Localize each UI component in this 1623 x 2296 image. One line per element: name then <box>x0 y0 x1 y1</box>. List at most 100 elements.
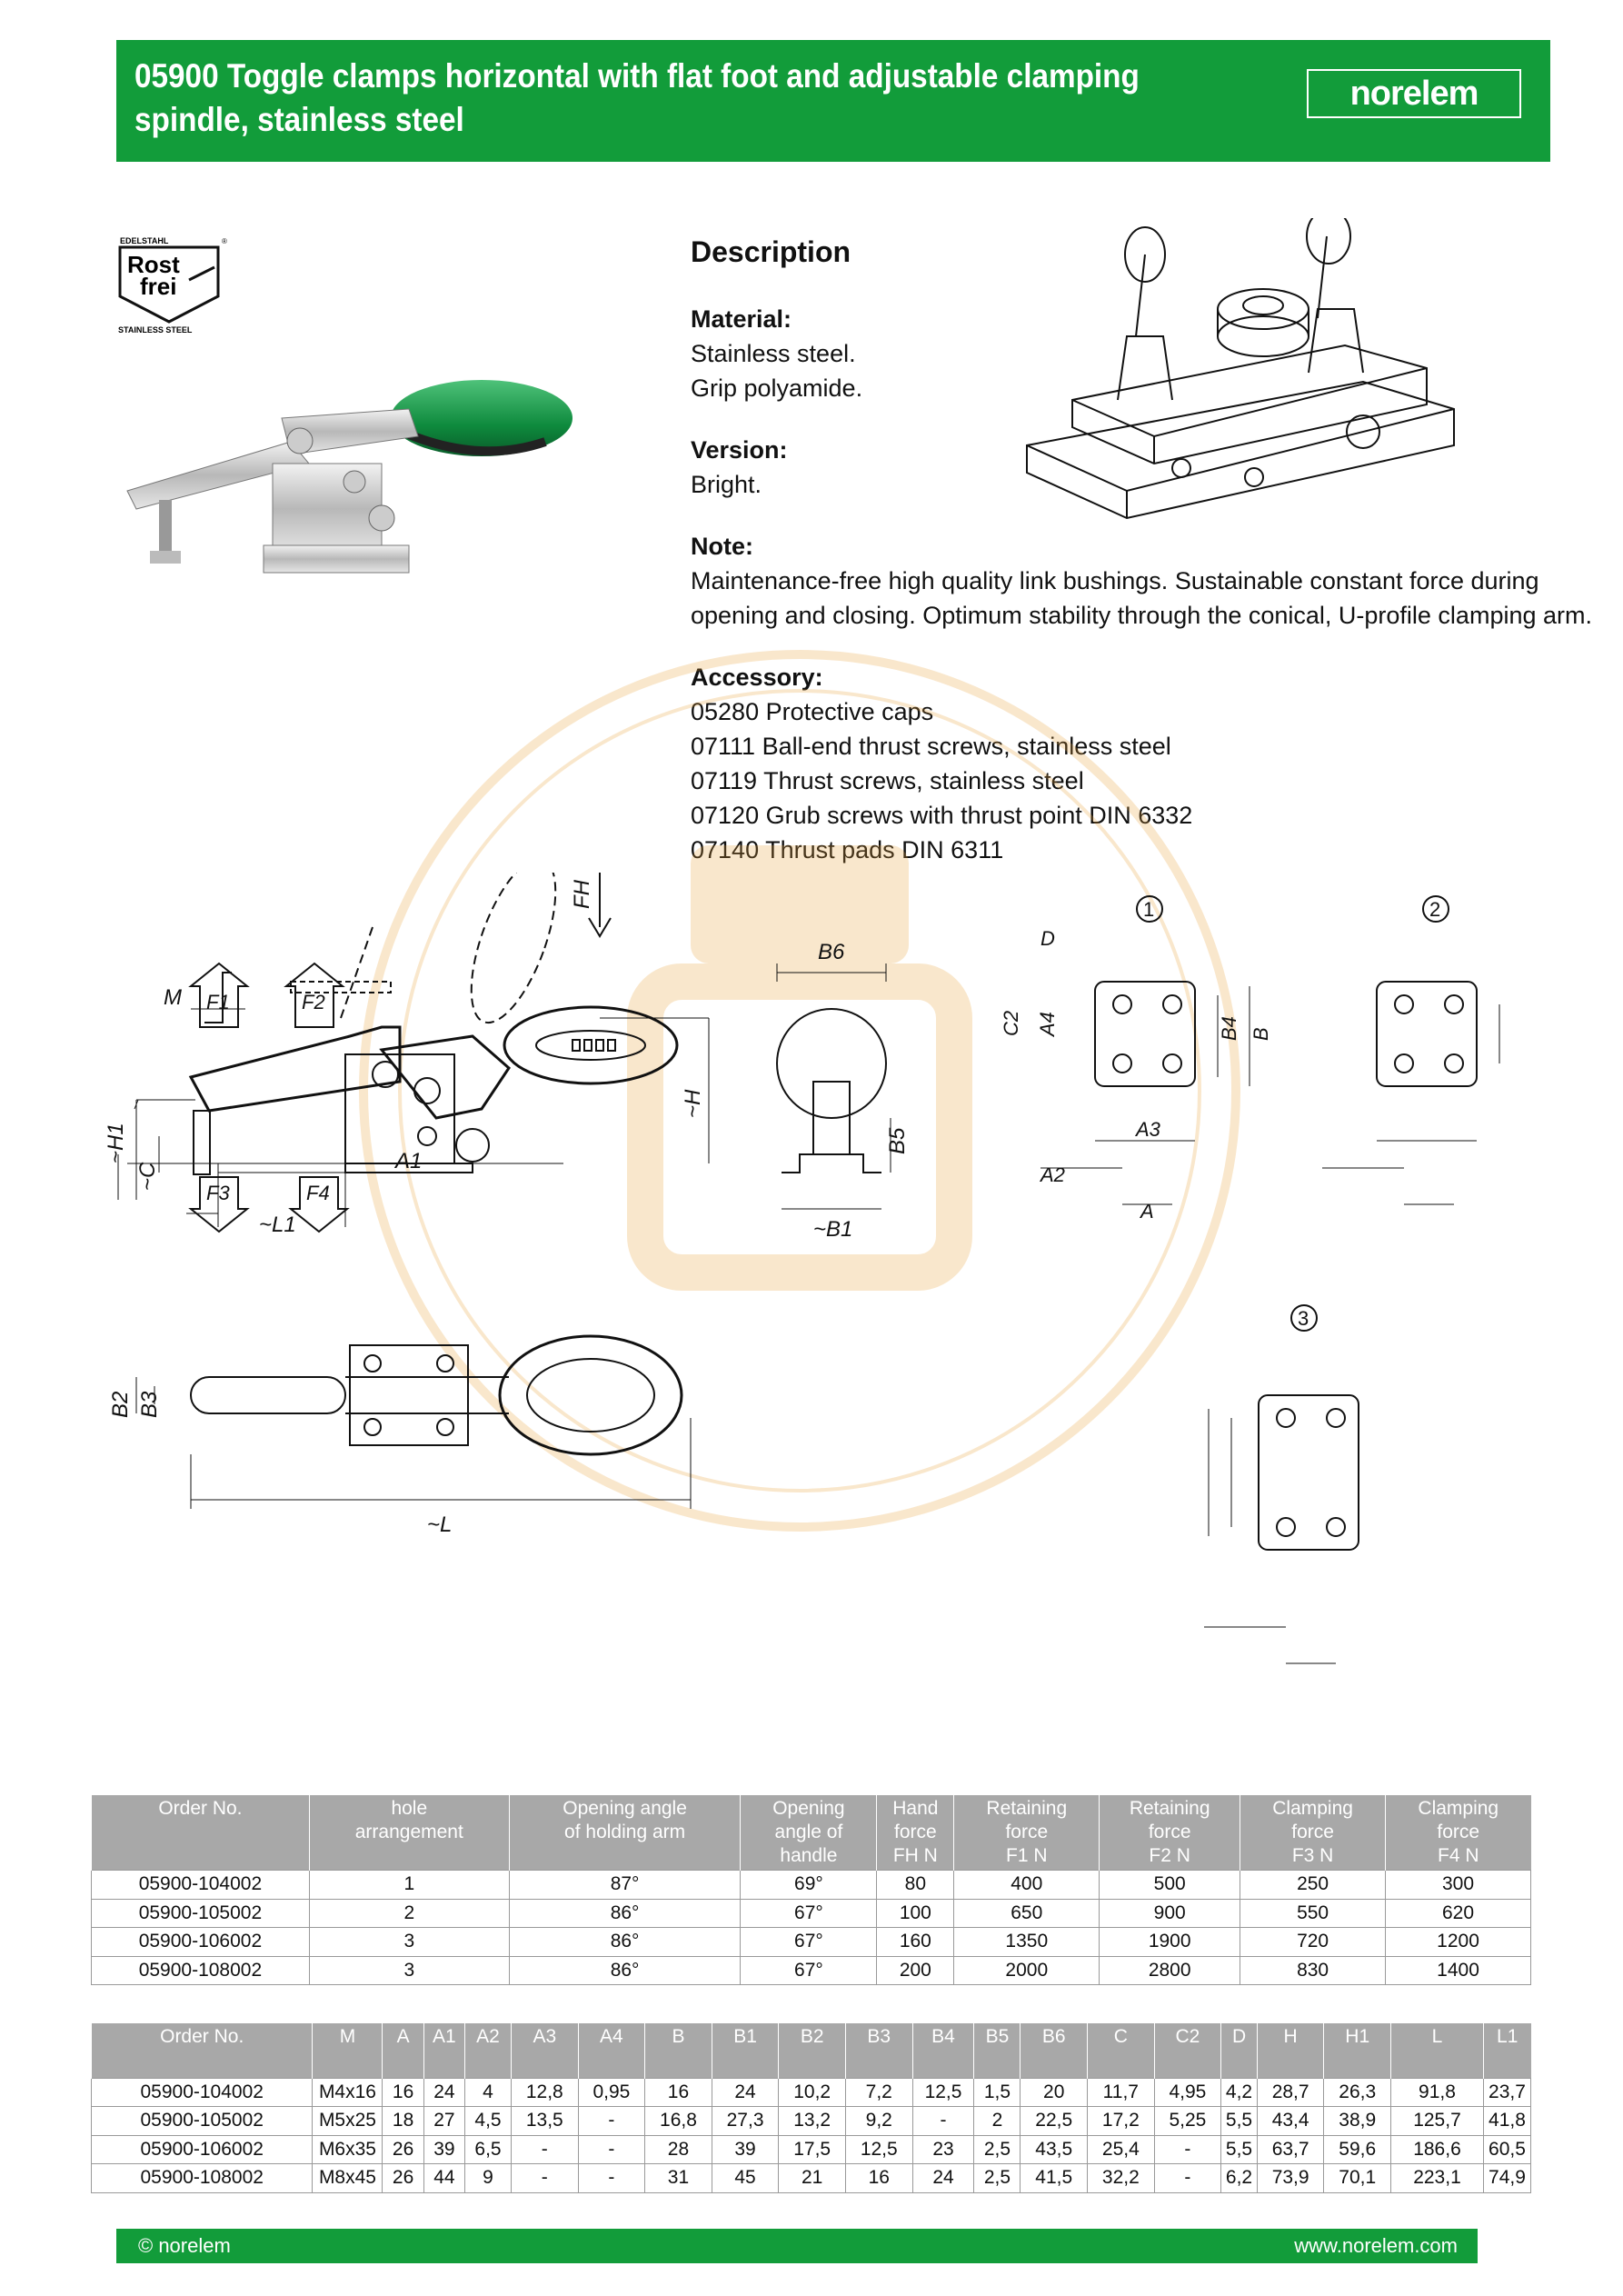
table-header-cell: H <box>1256 2023 1324 2078</box>
pattern-number-1: 1 <box>1143 898 1154 921</box>
accessory-label: Accessory: <box>691 664 823 691</box>
table-cell: 41,8 <box>1482 2106 1532 2136</box>
table-cell: 87° <box>508 1870 742 1900</box>
table-cell: 05900-105002 <box>90 2106 314 2136</box>
table-header-cell: D <box>1220 2023 1258 2078</box>
table-cell: 24 <box>711 2077 780 2107</box>
table-cell: 2800 <box>1099 1955 1241 1985</box>
table-cell: 1200 <box>1385 1927 1531 1957</box>
material-block: Material: Stainless steel. Grip polyamid… <box>691 302 1563 405</box>
table-cell: 16,8 <box>644 2106 712 2136</box>
table-cell: 43,4 <box>1256 2106 1325 2136</box>
dim-label-b6: B6 <box>818 940 845 964</box>
technical-drawing: M ~H1 ~C ~H A1 ~L1 FH F1 F2 F3 F4 B6 B5 … <box>104 873 1500 1664</box>
table-header-cell: A1 <box>423 2023 465 2078</box>
hole-pattern-3: 3 <box>1204 1304 1359 1664</box>
table-cell: 1350 <box>953 1927 1100 1957</box>
accessory-item[interactable]: 07111 Ball-end thrust screws, stainless … <box>691 733 1171 760</box>
dim-label-b5: B5 <box>885 1127 910 1154</box>
top-view: B2 B3 ~L <box>108 1334 692 1537</box>
dim-label-b2: B2 <box>108 1392 133 1418</box>
table-header-cell: B4 <box>911 2023 974 2078</box>
table-cell: 1,5 <box>973 2077 1021 2107</box>
table-cell: 4 <box>464 2077 512 2107</box>
table-cell: 6,5 <box>464 2134 512 2164</box>
dim-label-c: ~C <box>135 1162 160 1191</box>
table-cell: 12,5 <box>911 2077 975 2107</box>
table-cell: 86° <box>508 1927 742 1957</box>
table-cell: 05900-106002 <box>91 1927 310 1957</box>
table-cell: - <box>510 2163 579 2193</box>
accessory-item[interactable]: 07119 Thrust screws, stainless steel <box>691 767 1084 794</box>
table-cell: 73,9 <box>1256 2163 1325 2193</box>
dim-label-a3: A3 <box>1134 1118 1161 1141</box>
dim-label-a2: A2 <box>1039 1163 1065 1186</box>
table-cell: 16 <box>644 2077 712 2107</box>
table-cell: 28 <box>644 2134 712 2164</box>
note-label: Note: <box>691 533 753 560</box>
table-cell: 05900-108002 <box>91 1955 310 1985</box>
dim-label-l1: ~L1 <box>259 1213 296 1237</box>
accessory-item[interactable]: 07120 Grub screws with thrust point DIN … <box>691 802 1193 829</box>
dim-label-a: A <box>1139 1200 1154 1223</box>
table-cell: M8x45 <box>312 2163 383 2193</box>
badge-top-text: EDELSTAHL <box>120 236 169 245</box>
table-header-cell: H1 <box>1323 2023 1391 2078</box>
table-cell: 11,7 <box>1087 2077 1155 2107</box>
dim-label-a4: A4 <box>1036 1012 1059 1038</box>
page-header: 05900 Toggle clamps horizontal with flat… <box>116 40 1550 162</box>
table-cell: 63,7 <box>1256 2134 1325 2164</box>
table-cell: 39 <box>423 2134 466 2164</box>
table-cell: 21 <box>778 2163 846 2193</box>
table-cell: 6,2 <box>1220 2163 1258 2193</box>
table-header-cell: L <box>1390 2023 1484 2078</box>
accessory-item[interactable]: 07140 Thrust pads DIN 6311 <box>691 836 1004 863</box>
table-cell: 38,9 <box>1323 2106 1392 2136</box>
table-cell: 5,5 <box>1220 2134 1258 2164</box>
dim-label-m: M <box>164 985 182 1010</box>
table-cell: 9 <box>464 2163 512 2193</box>
table-cell: 80 <box>876 1870 955 1900</box>
table-cell: 23,7 <box>1482 2077 1532 2107</box>
dim-label-d: D <box>1041 927 1055 950</box>
footer-website-link[interactable]: www.norelem.com <box>1294 2234 1458 2257</box>
table-cell: 5,5 <box>1220 2106 1258 2136</box>
table-cell: 186,6 <box>1390 2134 1484 2164</box>
table-cell: 100 <box>876 1898 955 1928</box>
table-cell: 67° <box>740 1955 878 1985</box>
table-cell: 25,4 <box>1087 2134 1155 2164</box>
accessory-item[interactable]: 05280 Protective caps <box>691 698 934 725</box>
table-header-cell: C2 <box>1153 2023 1221 2078</box>
table-cell: 12,5 <box>844 2134 913 2164</box>
table-cell: 5,25 <box>1153 2106 1222 2136</box>
dim-label-fh: FH <box>570 879 594 909</box>
table-cell: 2000 <box>953 1955 1100 1985</box>
badge-line2: frei <box>140 273 176 300</box>
table-cell: 22,5 <box>1020 2106 1089 2136</box>
table-cell: 86° <box>508 1898 742 1928</box>
accessory-block: Accessory: 05280 Protective caps 07111 B… <box>691 660 1563 867</box>
dim-label-l: ~L <box>427 1512 452 1537</box>
note-line: opening and closing. Optimum stability t… <box>691 602 1592 629</box>
table-cell: 05900-105002 <box>91 1898 310 1928</box>
table-cell: 26 <box>382 2134 424 2164</box>
table-header-cell: B <box>644 2023 712 2078</box>
table-cell: 60,5 <box>1482 2134 1532 2164</box>
table-header-cell: Order No. <box>90 2023 313 2078</box>
table-cell: M6x35 <box>312 2134 383 2164</box>
table-cell: 7,2 <box>844 2077 913 2107</box>
dim-label-c2: C2 <box>1000 1011 1022 1036</box>
dim-label-b4: B4 <box>1218 1016 1240 1041</box>
table-cell: 10,2 <box>778 2077 846 2107</box>
